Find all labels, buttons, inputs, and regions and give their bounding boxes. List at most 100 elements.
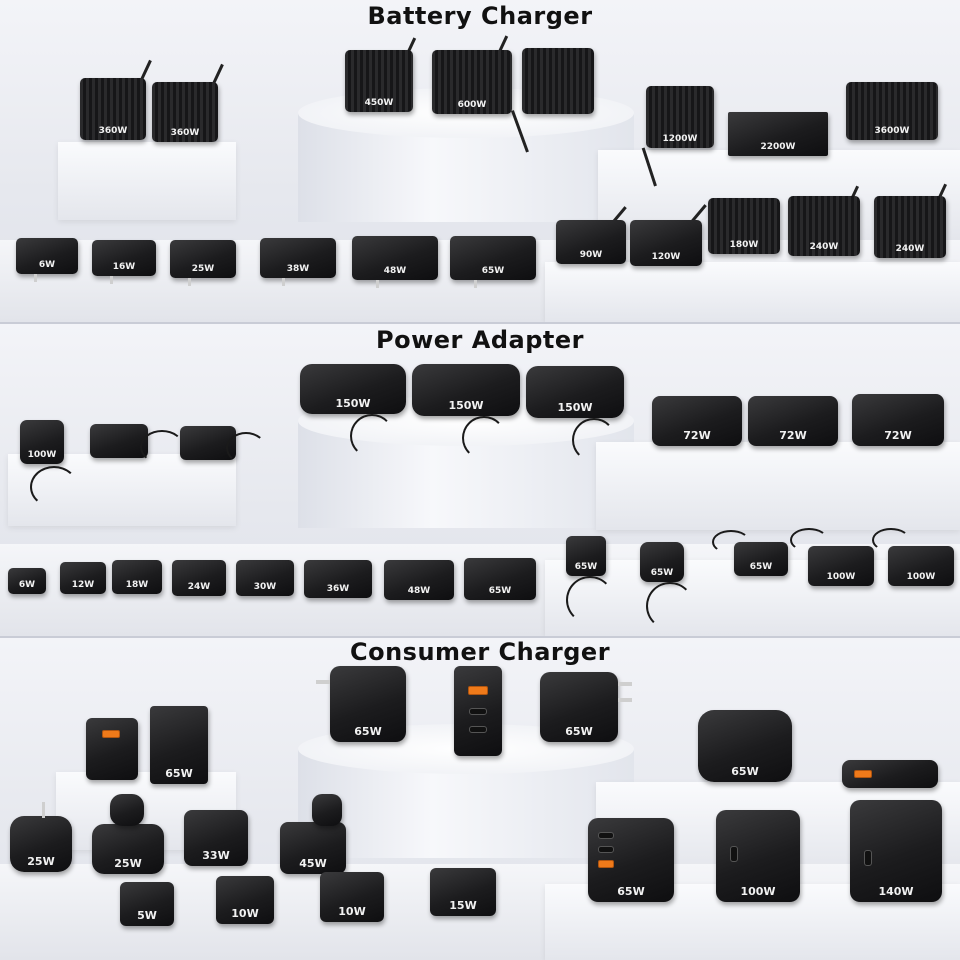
battery-charger-2200w: 2200W xyxy=(728,112,828,156)
adapter-cable xyxy=(226,432,266,464)
battery-charger-360w: 360W xyxy=(80,78,146,140)
plug-prong xyxy=(618,698,632,702)
section-divider xyxy=(0,322,960,324)
consumer-charger-10w: 10W xyxy=(320,872,384,922)
adapter-150w: 150W xyxy=(300,364,406,414)
battery-charger-450w: 450W xyxy=(345,50,413,112)
usb-a-port xyxy=(468,686,488,695)
plug-prong xyxy=(42,802,45,818)
plug-prong xyxy=(110,276,113,284)
consumer-charger-section: Consumer Charger 65W 65W 65W 65W 25W xyxy=(0,638,960,960)
charger-38w: 38W xyxy=(260,238,336,278)
adapter-cable xyxy=(140,430,184,464)
charger-240w: 240W xyxy=(874,196,946,258)
adapter-18w: 18W xyxy=(112,560,162,594)
adapter-12w: 12W xyxy=(60,562,106,594)
usb-c-port xyxy=(598,846,614,853)
foldable-charger-25w: 25W xyxy=(10,816,72,872)
battery-charger-360w: 360W xyxy=(152,82,218,142)
battery-charger-1200w: 1200W xyxy=(646,86,714,148)
charger-25w: 25W xyxy=(170,240,236,278)
plug-prong xyxy=(618,682,632,686)
plug-prong xyxy=(376,280,379,288)
consumer-charger-65w: 65W xyxy=(540,672,618,742)
adapter-65w: 65W xyxy=(640,542,684,582)
consumer-charger-10w: 10W xyxy=(216,876,274,924)
usb-c-port xyxy=(598,832,614,839)
adapter-100w: 100W xyxy=(888,546,954,586)
adapter-cable xyxy=(790,528,828,552)
adapter-48w: 48W xyxy=(384,560,454,600)
adapter-cable xyxy=(462,416,506,460)
usb-c-port xyxy=(469,708,487,715)
adapter-cable xyxy=(572,418,616,462)
podium xyxy=(596,442,960,530)
usb-a-port xyxy=(102,730,120,738)
adapter-100w: 100W xyxy=(808,546,874,586)
consumer-charger-65w: 65W xyxy=(330,666,406,742)
section-divider xyxy=(0,636,960,638)
adapter-30w: 30W xyxy=(236,560,294,596)
eu-plug xyxy=(110,794,144,826)
podium-low xyxy=(545,262,960,322)
adapter-65w: 65W xyxy=(464,558,536,600)
consumer-charger-100w: 100W xyxy=(716,810,800,902)
section-title-battery: Battery Charger xyxy=(367,2,593,30)
battery-charger-section: Battery Charger 360W 360W 450W 600W 1200… xyxy=(0,0,960,322)
plug-prong xyxy=(316,680,330,684)
charger-16w: 16W xyxy=(92,240,156,276)
usb-a-port xyxy=(598,860,614,868)
adapter-6w: 6W xyxy=(8,568,46,594)
adapter-72w: 72W xyxy=(852,394,944,446)
consumer-charger-45w: 45W xyxy=(280,822,346,874)
charger-240w: 240W xyxy=(788,196,860,256)
consumer-charger-15w: 15W xyxy=(430,868,496,916)
plug-prong xyxy=(474,280,477,288)
adapter-cable xyxy=(566,576,614,624)
charger-6w: 6W xyxy=(16,238,78,274)
section-title-adapter: Power Adapter xyxy=(376,326,584,354)
plug-prong xyxy=(188,278,191,286)
consumer-charger-unlabeled xyxy=(454,666,502,756)
slim-charger-unlabeled xyxy=(842,760,938,788)
adapter-36w: 36W xyxy=(304,560,372,598)
adapter-150w: 150W xyxy=(526,366,624,418)
adapter-72w: 72W xyxy=(652,396,742,446)
podium xyxy=(58,142,236,220)
adapter-cable xyxy=(646,582,694,630)
adapter-72w: 72W xyxy=(748,396,838,446)
consumer-charger-33w: 33W xyxy=(184,810,248,866)
adapter-150w: 150W xyxy=(412,364,520,416)
adapter-cable xyxy=(350,414,394,458)
usb-c-port xyxy=(730,846,738,862)
eu-charger-25w: 25W xyxy=(92,824,164,874)
consumer-charger-65w: 65W xyxy=(588,818,674,902)
section-title-consumer: Consumer Charger xyxy=(349,638,611,666)
consumer-charger-65w: 65W xyxy=(150,706,208,784)
plug-prong xyxy=(282,278,285,286)
desktop-charger-65w: 65W xyxy=(698,710,792,782)
adapter-cable xyxy=(30,466,78,508)
adapter-24w: 24W xyxy=(172,560,226,596)
adapter-unlabeled xyxy=(90,424,148,458)
battery-charger-3600w: 3600W xyxy=(846,82,938,140)
usb-c-port xyxy=(469,726,487,733)
charger-180w: 180W xyxy=(708,198,780,254)
adapter-65w: 65W xyxy=(566,536,606,576)
eu-plug xyxy=(312,794,342,826)
power-adapter-section: Power Adapter 150W 150W 150W 100W 72W 72… xyxy=(0,324,960,636)
usb-c-port xyxy=(864,850,872,866)
battery-charger-600w: 600W xyxy=(432,50,512,114)
adapter-cable xyxy=(872,528,910,552)
usb-a-port xyxy=(854,770,872,778)
charger-65w: 65W xyxy=(450,236,536,280)
charger-48w: 48W xyxy=(352,236,438,280)
consumer-charger-5w: 5W xyxy=(120,882,174,926)
battery-charger-unlabeled xyxy=(522,48,594,114)
adapter-100w: 100W xyxy=(20,420,64,464)
consumer-charger-140w: 140W xyxy=(850,800,942,902)
adapter-cable xyxy=(712,530,750,554)
plug-prong xyxy=(34,274,37,282)
charger-120w: 120W xyxy=(630,220,702,266)
